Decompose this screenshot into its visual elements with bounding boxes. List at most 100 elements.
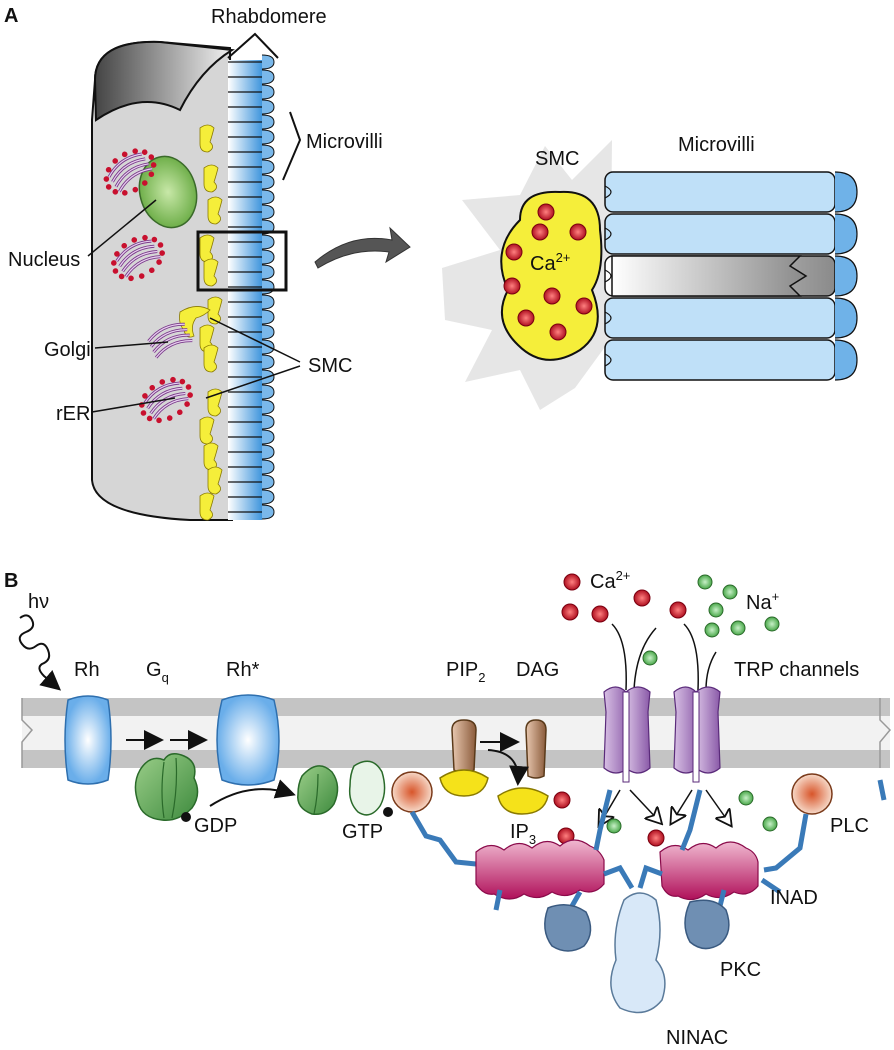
ion-path-2	[633, 627, 657, 691]
ribosome	[187, 392, 193, 398]
ribosome	[149, 384, 156, 391]
inset-ca-label: Ca2+	[530, 250, 570, 275]
sodium-ion	[642, 650, 658, 666]
ribosome	[159, 250, 165, 256]
trp-subunit	[695, 686, 721, 774]
inset-microvillus-tip	[834, 339, 858, 381]
inset-microvillus-neck	[604, 269, 612, 283]
pkc-label: PKC	[720, 959, 761, 981]
cisterna-lumen	[148, 323, 185, 342]
microvillus-tip	[261, 249, 275, 265]
sodium-ion	[704, 622, 720, 638]
inset-microvillus	[604, 339, 836, 381]
rer-label: rER	[56, 403, 90, 425]
zoom-arrow	[314, 226, 411, 269]
cisterna-lumen	[111, 158, 146, 183]
cisterna-lumen	[115, 163, 149, 188]
microvilli-label: Microvilli	[306, 131, 383, 153]
extracellular-ions	[561, 573, 780, 666]
ribosome	[112, 268, 119, 274]
ca-label: Ca2+	[590, 568, 630, 593]
inset-microvillus-neck	[604, 185, 612, 199]
sodium-ion	[730, 620, 746, 636]
influx-arrow-3	[672, 789, 693, 822]
calcium-ion	[505, 243, 523, 261]
microvillus-tip	[261, 324, 275, 340]
microvillus-tip	[261, 414, 275, 430]
ribosome	[138, 273, 145, 279]
inset-microvillus-neck	[604, 311, 612, 325]
influx-arrow-4	[705, 789, 730, 824]
inset-smc-label: SMC	[535, 148, 579, 170]
inset-cut-microvillus	[611, 255, 808, 297]
inset-microvillus	[604, 171, 836, 213]
microvillus-tip	[261, 84, 275, 100]
panel-a-letter: A	[4, 5, 18, 27]
calcium-ion	[569, 223, 587, 241]
ribosome	[157, 242, 164, 248]
rhabdomere	[228, 54, 275, 520]
ribosome	[150, 162, 157, 168]
sodium-ion	[708, 602, 724, 618]
smc-cistern	[207, 196, 223, 225]
ribosome	[105, 166, 112, 173]
microvillus-tip	[261, 204, 275, 220]
na-label: Na+	[746, 589, 779, 614]
ninac-label: NINAC	[666, 1027, 728, 1049]
microvillus-tip	[261, 54, 275, 70]
inad-scaffold	[475, 839, 759, 901]
ribosome	[112, 158, 119, 164]
inset-microvillus-tip	[834, 297, 858, 339]
cisterna-lumen	[118, 168, 153, 192]
ion-path-3	[683, 623, 699, 691]
microvillus-tip	[261, 129, 275, 145]
inset-microvillus-tip	[834, 213, 858, 255]
calcium-ion	[543, 287, 561, 305]
calcium-ion	[563, 573, 581, 591]
sodium-ion	[606, 818, 622, 834]
panel-b-letter: B	[4, 570, 18, 592]
cisterna-lumen	[153, 398, 189, 419]
trp-label: TRP channels	[734, 659, 859, 681]
smc-cistern	[203, 258, 219, 287]
nucleus-leader	[87, 199, 157, 257]
ribosome	[184, 401, 190, 407]
ion-path-4	[705, 651, 717, 691]
ribosome	[103, 176, 110, 182]
plc-left-linker	[409, 810, 477, 867]
microvillus-tip	[261, 69, 275, 85]
gdp-label: GDP	[194, 815, 237, 837]
smc-leader-1	[209, 317, 301, 363]
cisterna-lumen	[155, 340, 193, 358]
ribosome	[142, 393, 148, 399]
trp-channels	[603, 686, 721, 783]
ribosome	[142, 234, 148, 241]
ribosome	[148, 154, 155, 160]
microvillus-tip	[261, 264, 275, 280]
plc-left	[391, 771, 433, 813]
calcium-ion	[647, 829, 665, 847]
smc-cistern	[199, 492, 215, 521]
ribosome	[148, 267, 155, 274]
sodium-ion	[697, 574, 713, 590]
microvilli-bracket	[282, 111, 302, 181]
ribosome	[132, 186, 139, 193]
rh-star-label: Rh*	[226, 659, 260, 681]
rhabdomere-bracket	[227, 32, 279, 59]
inset-microvillus	[604, 213, 836, 255]
gtp-dot	[383, 807, 393, 817]
gdp-exchange-arrow	[209, 779, 296, 807]
cisterna-lumen	[147, 387, 183, 409]
ion-path-1	[611, 623, 627, 691]
ribosome	[156, 259, 162, 265]
microvillus-tip	[261, 354, 275, 370]
light-squiggle	[18, 614, 62, 691]
plc-right-linker	[763, 813, 809, 873]
microvillus-tip	[261, 444, 275, 460]
dag-molecule	[525, 719, 547, 779]
gdp-dot	[181, 812, 191, 822]
cisterna-lumen	[153, 334, 190, 353]
influx-arrow-2	[629, 789, 660, 822]
smc-cistern	[199, 416, 215, 445]
ribosome	[140, 410, 147, 416]
